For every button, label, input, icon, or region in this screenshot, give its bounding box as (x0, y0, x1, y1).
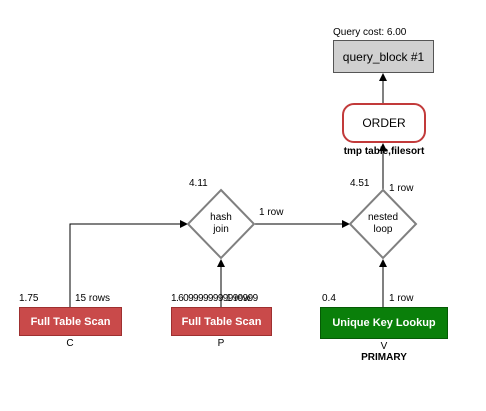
nested-loop-label-line2: loop (373, 224, 393, 235)
nested-loop-diamond[interactable] (348, 188, 418, 260)
table-v-name: V (380, 341, 388, 352)
edge-c-to-hash-join (69, 220, 188, 307)
order-note: tmp table,filesort (343, 146, 425, 157)
table-v-rows: 1 row (389, 293, 414, 304)
nested-loop-rows: 1 row (389, 183, 414, 194)
table-p-cost: 1.6099999999999999 (171, 293, 258, 304)
table-c-rows: 15 rows (75, 293, 111, 304)
table-p-name: P (217, 338, 225, 349)
hash-join-cost: 4.11 (189, 178, 208, 189)
table-v-unique-key-lookup[interactable]: Unique Key Lookup (320, 307, 448, 339)
table-c-full-table-scan[interactable]: Full Table Scan (19, 307, 122, 336)
table-c-cost: 1.75 (19, 293, 39, 304)
hash-join-label-line2: join (213, 224, 229, 235)
order-node[interactable]: ORDER (342, 103, 426, 143)
query-cost-label: Query cost: 6.00 (333, 27, 407, 38)
table-v-cost: 0.4 (322, 293, 336, 304)
hash-join-label-line1: hash (210, 212, 232, 223)
hash-join-diamond[interactable] (186, 188, 256, 260)
nested-loop-label-line1: nested (367, 212, 399, 223)
nested-loop-label: nested loop (368, 212, 398, 236)
table-p-rows: 1 row (226, 293, 251, 304)
table-c-name: C (66, 338, 74, 349)
hash-join-rows: 1 row (259, 207, 284, 218)
table-v-key: PRIMARY (361, 352, 407, 363)
table-p-full-table-scan[interactable]: Full Table Scan (171, 307, 272, 336)
hash-join-label: hash join (210, 212, 232, 236)
query-block-node[interactable]: query_block #1 (333, 40, 434, 73)
nested-loop-cost: 4.51 (350, 178, 370, 189)
